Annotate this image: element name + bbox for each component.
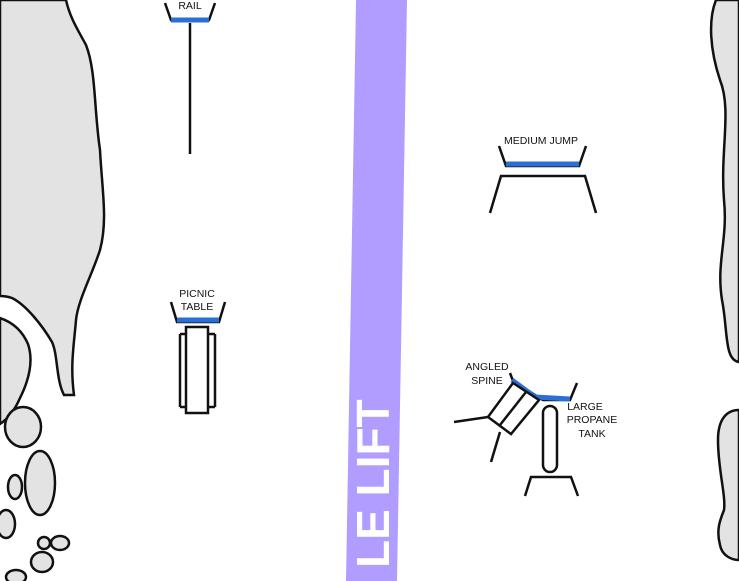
rock <box>49 534 71 552</box>
right-terrain <box>709 0 739 364</box>
picnic-table-label-line-2: TABLE <box>181 301 213 313</box>
angled-spine-outline <box>508 372 579 402</box>
rock <box>29 550 55 574</box>
propane-tank-body <box>541 404 559 474</box>
rock <box>36 535 52 551</box>
rail-label: RAIL <box>178 0 202 12</box>
propane-tank-landing <box>523 475 580 497</box>
rock <box>3 405 43 449</box>
angled-spine-label-line-1: ANGLED <box>465 361 509 373</box>
large-propane-tank-feature[interactable]: LARGE PROPANE TANK <box>523 401 618 497</box>
angled-spine-feature[interactable]: ANGLED SPINE <box>453 361 579 463</box>
rock <box>23 449 57 517</box>
angled-spine-landing-left <box>453 415 489 424</box>
medium-jump-label: MEDIUM JUMP <box>504 135 578 147</box>
angled-spine-ridge <box>499 391 527 426</box>
medium-jump-landing <box>488 174 598 214</box>
rail-feature[interactable]: RAIL <box>163 0 217 154</box>
picnic-table-label-line-1: PICNIC <box>179 288 215 300</box>
medium-jump-feature[interactable]: MEDIUM JUMP <box>488 135 598 214</box>
left-terrain <box>0 0 106 397</box>
right-terrain-lower <box>716 408 739 562</box>
angled-spine-landing-bottom <box>489 431 502 463</box>
propane-tank-label-line-3: TANK <box>578 428 605 440</box>
rock <box>4 568 28 581</box>
picnic-table-top <box>184 325 210 415</box>
picnic-table-feature[interactable]: PICNIC TABLE <box>169 288 227 415</box>
propane-tank-label-line-2: PROPANE <box>567 414 618 426</box>
lift-label: LE LIFT <box>347 399 399 568</box>
rock <box>6 473 24 501</box>
propane-tank-label-line-1: LARGE <box>567 401 603 413</box>
lift-line <box>346 0 407 581</box>
rock <box>0 508 17 540</box>
angled-spine-label-line-2: SPINE <box>471 375 503 387</box>
